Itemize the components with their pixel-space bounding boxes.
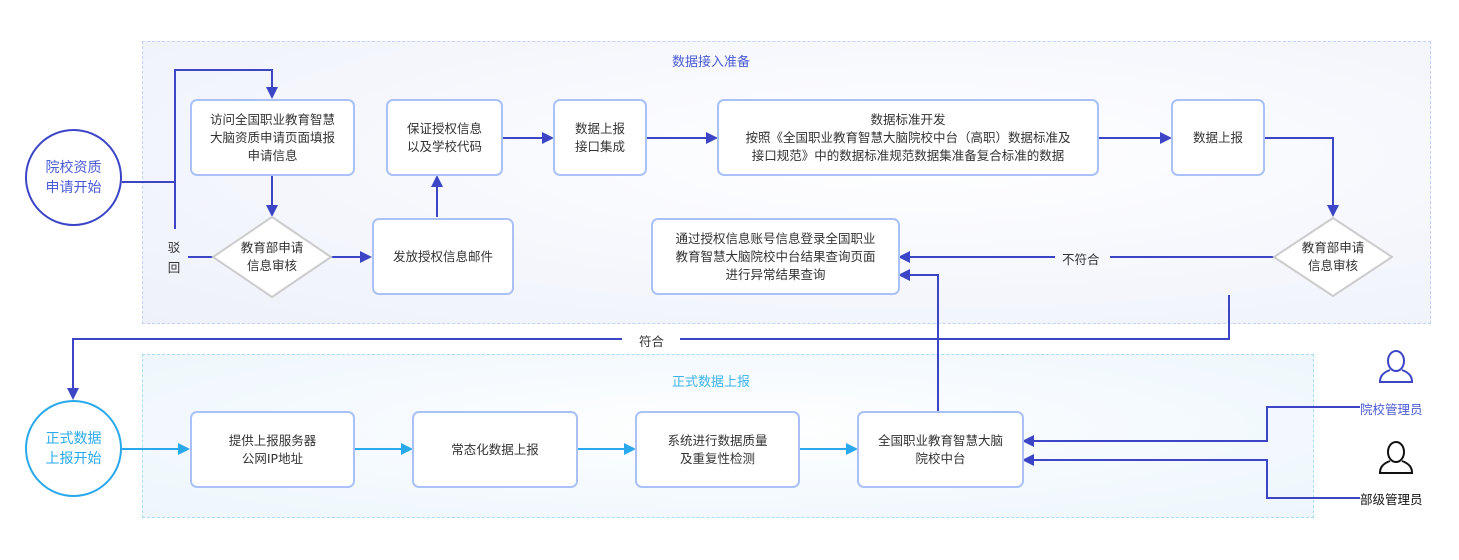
start-node-qualification: 院校资质 申请开始 — [25, 129, 122, 226]
edge-label-reject: 驳 回 — [167, 240, 181, 275]
step-data-report: 数据上报 — [1171, 99, 1265, 176]
decision-diamond-review2 — [1272, 216, 1394, 298]
edge-school-admin-to-platform — [1022, 406, 1360, 447]
edge-start-to-visit — [122, 69, 278, 229]
step-send-auth-email: 发放授权信息邮件 — [372, 218, 514, 295]
edge-label-pass: 符合 — [639, 334, 665, 349]
edge-ministry-admin-to-platform — [1022, 454, 1360, 499]
edge-platform-to-query — [898, 269, 939, 411]
step-routine-reporting: 常态化数据上报 — [412, 411, 578, 488]
decision-review2-label: 教育部申请 信息审核 — [1301, 240, 1365, 273]
step-query-exceptions: 通过授权信息账号信息登录全国职业 教育智慧大脑院校中台结果查询页面 进行异常结果… — [651, 218, 900, 295]
section-title-data-access-preparation: 数据接入准备 — [672, 55, 751, 70]
edge-pass-to-formal-start — [67, 338, 622, 400]
step-visit-application-page: 访问全国职业教育智慧 大脑资质申请页面填报 申请信息 — [190, 99, 355, 176]
edge-report-to-review2 — [1264, 137, 1339, 217]
step-quality-check: 系统进行数据质量 及重复性检测 — [635, 411, 800, 488]
step-data-standard-development: 数据标准开发 按照《全国职业教育智慧大脑院校中台（高职）数据标准及 接口规范》中… — [717, 99, 1099, 176]
user-icon — [1378, 350, 1414, 383]
actor-school-admin: 院校管理员 — [1360, 402, 1423, 417]
step-platform: 全国职业教育智慧大脑 院校中台 — [857, 411, 1024, 488]
step-ensure-auth-info: 保证授权信息 以及学校代码 — [386, 99, 503, 176]
section-title-formal-data-reporting: 正式数据上报 — [672, 375, 751, 390]
edge-review2-pass — [680, 295, 1230, 340]
start-node-formal-reporting: 正式数据 上报开始 — [25, 400, 122, 497]
decision-review1-label: 教育部申请 信息审核 — [240, 240, 304, 273]
actor-ministry-admin: 部级管理员 — [1360, 492, 1423, 507]
user-icon — [1378, 441, 1414, 474]
decision-diamond-review1 — [211, 215, 333, 299]
step-provide-server-ip: 提供上报服务器 公网IP地址 — [190, 411, 355, 488]
edge-label-not-pass: 不符合 — [1062, 252, 1100, 267]
step-interface-integration: 数据上报 接口集成 — [553, 99, 647, 176]
